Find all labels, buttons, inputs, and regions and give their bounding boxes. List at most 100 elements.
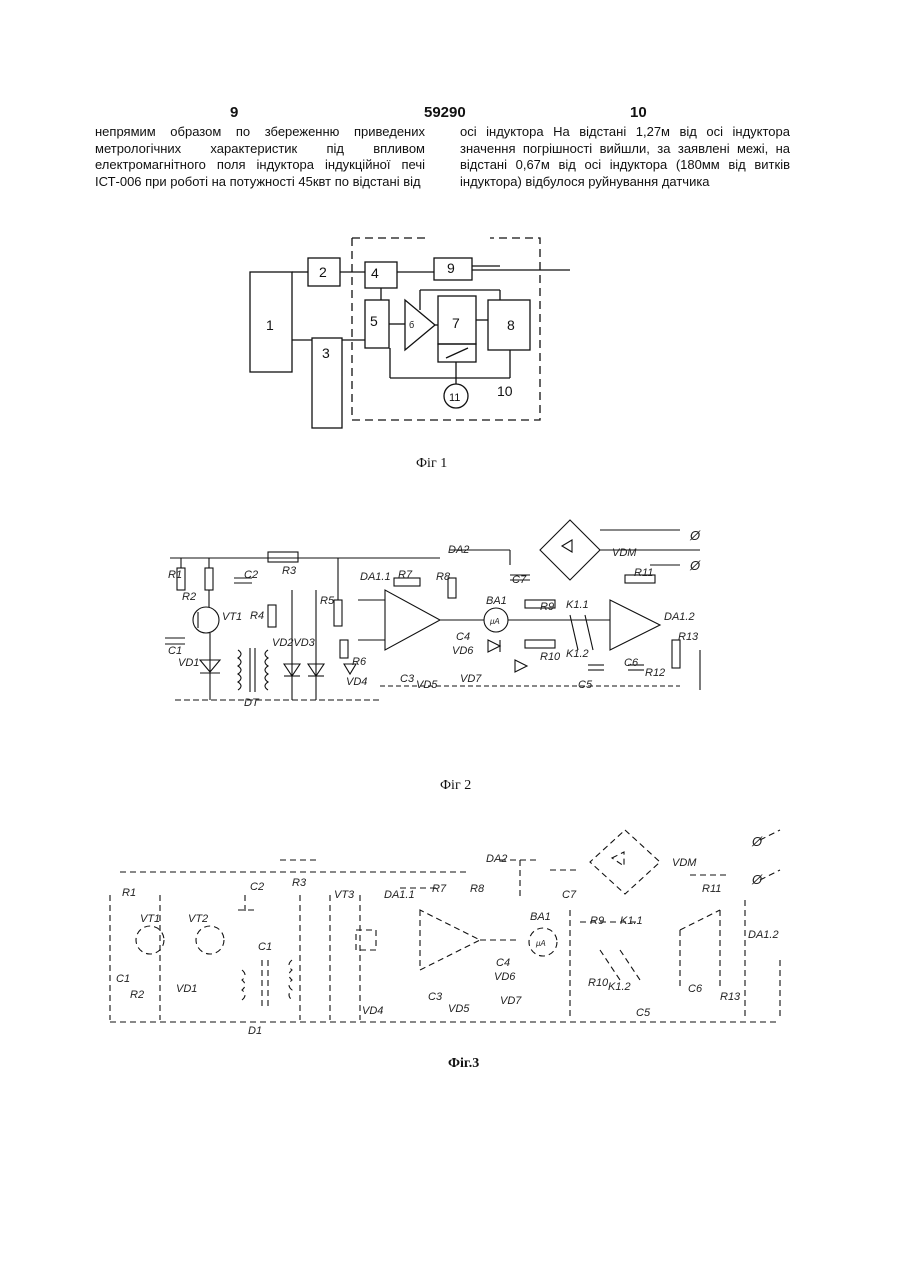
- block-1: [250, 272, 292, 372]
- block-4: [365, 262, 397, 288]
- svg-text:R2: R2: [130, 989, 144, 1001]
- svg-text:R1: R1: [122, 887, 136, 899]
- page-number-left: 9: [230, 104, 238, 121]
- svg-text:VD5: VD5: [416, 679, 438, 691]
- svg-text:DA1.1: DA1.1: [384, 889, 415, 901]
- svg-text:Ø: Ø: [689, 558, 701, 573]
- block-5: [365, 300, 389, 348]
- svg-text:VDM: VDM: [612, 547, 637, 559]
- svg-text:2: 2: [319, 264, 327, 280]
- svg-text:VD4: VD4: [362, 1005, 383, 1017]
- svg-text:VD6: VD6: [452, 645, 474, 657]
- svg-text:R6: R6: [352, 656, 367, 668]
- block-8: [488, 300, 530, 350]
- svg-text:R13: R13: [720, 991, 741, 1003]
- svg-text:C6: C6: [688, 983, 703, 995]
- svg-text:C4: C4: [496, 957, 510, 969]
- svg-text:R11: R11: [634, 567, 653, 579]
- svg-text:R7: R7: [398, 569, 413, 581]
- svg-text:Ø: Ø: [689, 528, 701, 543]
- svg-text:C2: C2: [244, 569, 258, 581]
- svg-text:Ø: Ø: [751, 872, 763, 887]
- figure-3-caption: Фіг.3: [448, 1056, 479, 1072]
- svg-text:R1: R1: [168, 569, 182, 581]
- svg-text:VT1: VT1: [222, 611, 242, 623]
- svg-text:11: 11: [449, 392, 460, 404]
- svg-text:R5: R5: [320, 595, 335, 607]
- svg-text:10: 10: [497, 383, 513, 399]
- svg-text:C1: C1: [258, 941, 272, 953]
- svg-text:R8: R8: [470, 883, 485, 895]
- svg-text:R10: R10: [588, 977, 609, 989]
- svg-text:R10: R10: [540, 651, 561, 663]
- svg-text:5: 5: [370, 313, 378, 329]
- svg-text:D1: D1: [248, 1025, 262, 1037]
- block-7: [438, 296, 476, 344]
- svg-text:б: б: [409, 320, 414, 330]
- svg-text:K1.1: K1.1: [620, 915, 643, 927]
- svg-text:DA1.2: DA1.2: [748, 929, 779, 941]
- svg-text:R3: R3: [292, 877, 307, 889]
- svg-text:Ø: Ø: [751, 834, 763, 849]
- svg-text:μA: μA: [535, 939, 546, 948]
- svg-text:VD2VD3: VD2VD3: [272, 637, 316, 649]
- svg-text:VD1: VD1: [178, 657, 199, 669]
- svg-text:C7: C7: [562, 889, 577, 901]
- svg-text:C3: C3: [400, 673, 415, 685]
- svg-text:C2: C2: [250, 881, 264, 893]
- block-11: [444, 384, 468, 408]
- svg-text:R2: R2: [182, 591, 196, 603]
- svg-text:VD4: VD4: [346, 676, 367, 688]
- svg-text:C6: C6: [624, 657, 639, 669]
- block-10-indicator: [438, 344, 476, 362]
- svg-text:VT1: VT1: [140, 913, 160, 925]
- svg-text:C5: C5: [578, 679, 593, 691]
- svg-text:DA2: DA2: [486, 853, 507, 865]
- svg-text:8: 8: [507, 317, 515, 333]
- svg-text:R3: R3: [282, 565, 297, 577]
- svg-text:R13: R13: [678, 631, 699, 643]
- svg-text:1: 1: [266, 317, 274, 333]
- block-6: [405, 300, 435, 350]
- patent-number: 59290: [424, 104, 466, 121]
- svg-text:C3: C3: [428, 991, 443, 1003]
- text-left-column: непрямим образом по збереженню приведени…: [95, 124, 425, 190]
- svg-text:C1: C1: [168, 645, 182, 657]
- text-right-column: осі індуктора На відстані 1,27м від осі …: [460, 124, 790, 190]
- figure-2-caption: Фіг 2: [440, 778, 471, 794]
- svg-text:C4: C4: [456, 631, 470, 643]
- svg-text:VD7: VD7: [460, 673, 482, 685]
- svg-text:C7: C7: [512, 574, 527, 586]
- svg-text:VD6: VD6: [494, 971, 516, 983]
- svg-text:DA2: DA2: [448, 544, 469, 556]
- svg-text:C5: C5: [636, 1007, 651, 1019]
- svg-text:DA1.2: DA1.2: [664, 611, 695, 623]
- svg-text:VD1: VD1: [176, 983, 197, 995]
- block-2: [308, 258, 340, 286]
- block-9: [434, 258, 472, 280]
- page-number-right: 10: [630, 104, 647, 121]
- svg-text:R11: R11: [702, 883, 721, 895]
- block-3: [312, 338, 342, 428]
- svg-text:R12: R12: [645, 667, 665, 679]
- svg-text:K1.2: K1.2: [608, 981, 631, 993]
- svg-text:R9: R9: [590, 915, 604, 927]
- svg-text:3: 3: [322, 345, 330, 361]
- svg-text:VDM: VDM: [672, 857, 697, 869]
- svg-text:VT3: VT3: [334, 889, 355, 901]
- svg-text:DA1.1: DA1.1: [360, 571, 391, 583]
- svg-text:BA1: BA1: [530, 911, 551, 923]
- svg-text:VD7: VD7: [500, 995, 522, 1007]
- svg-text:R7: R7: [432, 883, 447, 895]
- svg-text:VT2: VT2: [188, 913, 208, 925]
- svg-text:DT: DT: [244, 697, 260, 709]
- svg-text:R4: R4: [250, 610, 264, 622]
- figure-1-caption: Фіг 1: [416, 456, 447, 472]
- svg-text:K1.1: K1.1: [566, 599, 589, 611]
- svg-text:C1: C1: [116, 973, 130, 985]
- svg-text:BA1: BA1: [486, 595, 507, 607]
- svg-text:9: 9: [447, 260, 455, 276]
- svg-text:4: 4: [371, 265, 379, 281]
